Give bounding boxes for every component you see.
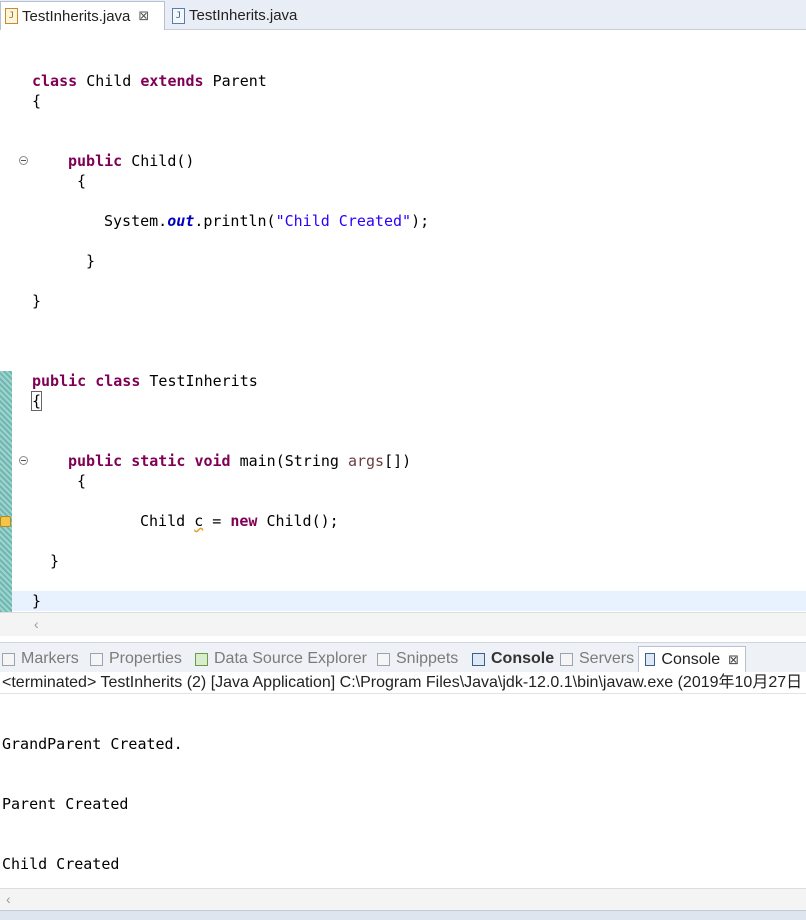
markers-icon xyxy=(2,652,15,666)
code-line: } xyxy=(86,252,96,270)
java-file-icon: J xyxy=(5,8,18,24)
console-status: <terminated> TestInherits (2) [Java Appl… xyxy=(0,672,806,694)
editor-tab-bar: J TestInherits.java ⊠ J TestInherits.jav… xyxy=(0,0,806,30)
properties-icon xyxy=(90,652,103,666)
java-file-icon: J xyxy=(172,7,185,24)
tab-properties[interactable]: Properties xyxy=(90,646,182,672)
tab-label: TestInherits.java xyxy=(22,7,131,25)
code-line: System.out.println("Child Created"); xyxy=(104,212,430,230)
console-output[interactable]: GrandParent Created. Parent Created Chil… xyxy=(2,694,183,894)
close-icon[interactable]: ⊠ xyxy=(728,651,739,667)
warning-icon[interactable] xyxy=(0,516,11,527)
status-bar xyxy=(0,910,806,920)
tab-snippets[interactable]: Snippets xyxy=(377,646,458,672)
fold-icon[interactable] xyxy=(19,456,28,465)
console-line: Child Created xyxy=(2,855,120,873)
code-line: { xyxy=(32,92,42,110)
code-line: public Child() xyxy=(68,152,195,170)
change-marker xyxy=(0,371,12,612)
code-line: class Child extends Parent xyxy=(32,72,267,90)
current-line-highlight xyxy=(12,591,806,611)
code-line: { xyxy=(77,172,87,190)
tab-data-source-explorer[interactable]: Data Source Explorer xyxy=(195,646,367,672)
code-line: public class TestInherits xyxy=(32,372,258,390)
console-horizontal-scrollbar[interactable]: ‹ xyxy=(0,888,806,910)
code-line: Child c = new Child(); xyxy=(140,512,339,530)
scroll-left-icon[interactable]: ‹ xyxy=(6,891,11,907)
tab-console[interactable]: Console xyxy=(472,646,554,672)
console-icon xyxy=(472,652,485,666)
code-line: { xyxy=(30,391,43,411)
servers-icon xyxy=(560,652,573,666)
snippets-icon xyxy=(377,652,390,666)
code-line: } xyxy=(32,592,42,610)
tab-servers[interactable]: Servers xyxy=(560,646,634,672)
change-ruler xyxy=(0,30,12,612)
console-icon xyxy=(645,653,656,666)
code-line: public static void main(String args[]) xyxy=(68,452,412,470)
tab-testinherits-active[interactable]: J TestInherits.java ⊠ xyxy=(0,1,165,30)
code-line: { xyxy=(77,472,87,490)
code-editor[interactable]: class Child extends Parent { public Chil… xyxy=(0,30,806,612)
tab-label: TestInherits.java xyxy=(189,7,298,24)
data-source-icon xyxy=(195,652,208,666)
fold-icon[interactable] xyxy=(19,156,28,165)
console-line: GrandParent Created. xyxy=(2,735,183,753)
close-icon[interactable]: ⊠ xyxy=(138,8,150,23)
tab-markers[interactable]: Markers xyxy=(2,646,79,672)
code-line: } xyxy=(50,552,60,570)
code-line: } xyxy=(32,292,42,310)
console-line: Parent Created xyxy=(2,795,129,813)
tab-testinherits[interactable]: J TestInherits.java xyxy=(168,1,318,30)
scroll-left-icon[interactable]: ‹ xyxy=(34,616,39,632)
tab-console-active[interactable]: Console ⊠ xyxy=(638,646,746,672)
views-tab-bar: Markers Properties Data Source Explorer … xyxy=(0,642,806,672)
editor-horizontal-scrollbar[interactable]: ‹ xyxy=(0,612,806,636)
